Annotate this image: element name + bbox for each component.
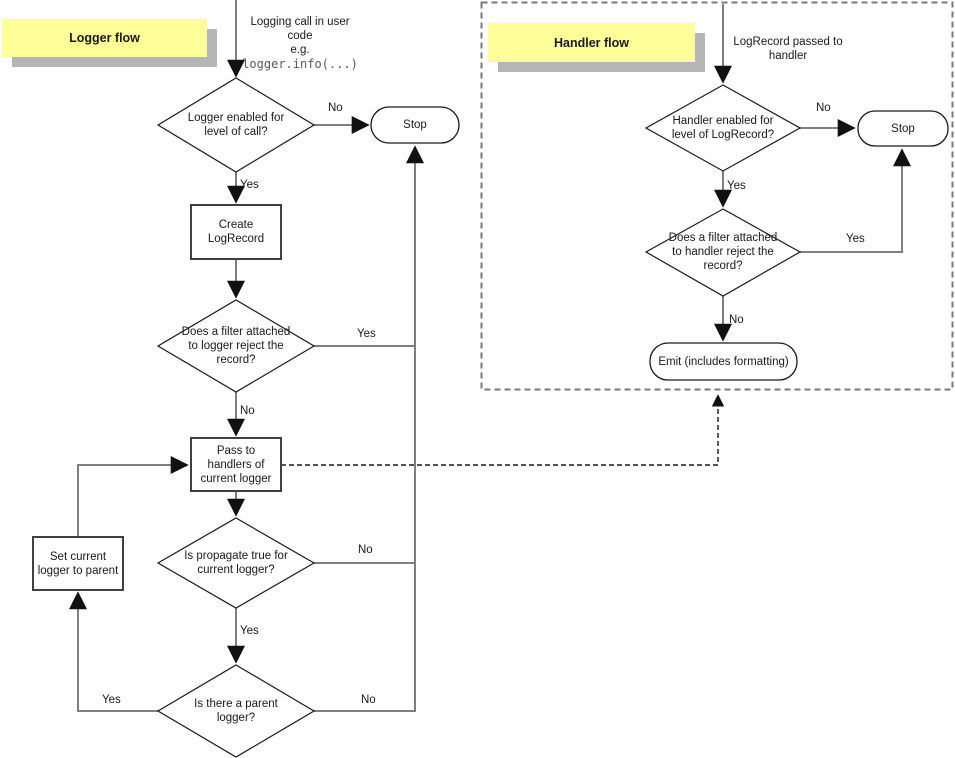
logger-stop-label: Stop — [371, 107, 459, 143]
label-propagate-yes: Yes — [240, 625, 259, 637]
handler-flow-title-text: Handler flow — [553, 35, 629, 50]
logger-entry-label: Logging call in user code e.g. logger.in… — [238, 15, 362, 71]
label-filter-yes: Yes — [357, 328, 376, 340]
handler-filter-diamond — [644, 208, 802, 297]
label-parent-yes: Yes — [102, 694, 121, 706]
label-propagate-no: No — [358, 544, 373, 556]
handler-flow-title: Handler flow — [488, 23, 695, 62]
label-hfilter-no: No — [729, 314, 744, 326]
create-logrecord-box — [190, 204, 282, 260]
edge-set-to-pass — [77, 456, 189, 537]
emit-node — [649, 342, 798, 381]
logger-entry-line2: code — [287, 30, 313, 42]
handler-stop-text: Stop — [891, 122, 915, 135]
label-hfilter-yes: Yes — [846, 233, 865, 245]
handler-enabled-diamond — [644, 84, 802, 172]
handler-enabled-line2: level of LogRecord? — [671, 129, 775, 141]
label-enabled-yes: Yes — [240, 179, 259, 191]
logger-stop-text: Stop — [403, 119, 427, 131]
edge-parent-no-to-stop — [314, 145, 424, 712]
edge-hfilter-yes-to-stop — [800, 148, 911, 253]
logger-entry-line1: Logging call in user — [250, 16, 350, 28]
edge-parent-yes-to-set — [69, 591, 158, 712]
create-line2: LogRecord — [207, 233, 265, 245]
emit-label: Emit (includes formatting) — [650, 343, 797, 380]
handler-filter-line1: Does a filter attached — [668, 232, 778, 244]
logger-flow-title-text: Logger flow — [69, 31, 140, 45]
handler-enabled-label: Handler enabled for level of LogRecord? — [648, 114, 798, 142]
logger-stop-node — [370, 106, 460, 144]
pass-line3: current logger — [200, 472, 272, 485]
handler-entry-line2: handler — [768, 50, 808, 62]
handler-flow-container — [480, 1, 954, 391]
pass-line1: Pass to — [216, 444, 256, 457]
handler-filter-label: Does a filter attached to handler reject… — [648, 231, 798, 273]
logger-filter-line1: Does a filter attached — [181, 326, 291, 338]
create-line1: Create — [218, 219, 254, 231]
label-filter-no: No — [240, 405, 255, 417]
handler-entry-line1: LogRecord passed to — [733, 36, 843, 48]
label-parent-no: No — [361, 694, 376, 706]
handler-entry-label: LogRecord passed to handler — [726, 35, 850, 63]
emit-text: Emit (includes formatting) — [658, 355, 789, 368]
label-enabled-no: No — [328, 102, 343, 114]
handler-filter-line2: to handler reject the — [672, 246, 774, 258]
logger-enabled-line1: Logger enabled for — [187, 112, 285, 124]
logger-enabled-line2: level of call? — [204, 126, 268, 138]
set-current-logger-label: Set current logger to parent — [33, 537, 123, 590]
logger-flow-title: Logger flow — [2, 19, 207, 57]
handler-filter-line3: record? — [703, 260, 743, 272]
label-henabled-no: No — [816, 102, 831, 114]
logger-filter-label: Does a filter attached to logger reject … — [161, 325, 311, 367]
pass-to-handlers-label: Pass to handlers of current logger — [191, 438, 281, 491]
logger-enabled-label: Logger enabled for level of call? — [161, 111, 311, 139]
handler-enabled-line1: Handler enabled for — [672, 115, 774, 127]
label-henabled-yes: Yes — [727, 180, 746, 192]
propagate-label: Is propagate true for current logger? — [161, 549, 311, 577]
parent-logger-diamond — [156, 664, 316, 758]
parent-line2: logger? — [216, 712, 256, 724]
propagate-diamond — [156, 517, 316, 609]
logger-filter-line2: to logger reject the — [188, 340, 284, 352]
logger-entry-code: logger.info(...) — [242, 57, 358, 71]
handler-stop-node — [857, 110, 949, 147]
set-current-logger-box — [32, 536, 124, 591]
create-logrecord-label: Create LogRecord — [191, 205, 281, 259]
logger-filter-line3: record? — [216, 354, 256, 366]
set-line2: logger to parent — [37, 564, 119, 577]
logger-enabled-diamond — [156, 77, 316, 173]
pass-to-handlers-box — [190, 437, 282, 492]
pass-line2: handlers of — [207, 458, 265, 471]
propagate-line2: current logger? — [197, 564, 275, 576]
edge-pass-to-handler-flow — [281, 394, 725, 466]
set-line1: Set current — [49, 550, 107, 563]
parent-line1: Is there a parent — [194, 698, 278, 710]
propagate-line1: Is propagate true for — [184, 550, 288, 562]
logger-entry-line3: e.g. — [290, 44, 310, 56]
logger-filter-diamond — [156, 299, 316, 393]
handler-stop-label: Stop — [858, 111, 948, 146]
parent-logger-label: Is there a parent logger? — [161, 697, 311, 725]
